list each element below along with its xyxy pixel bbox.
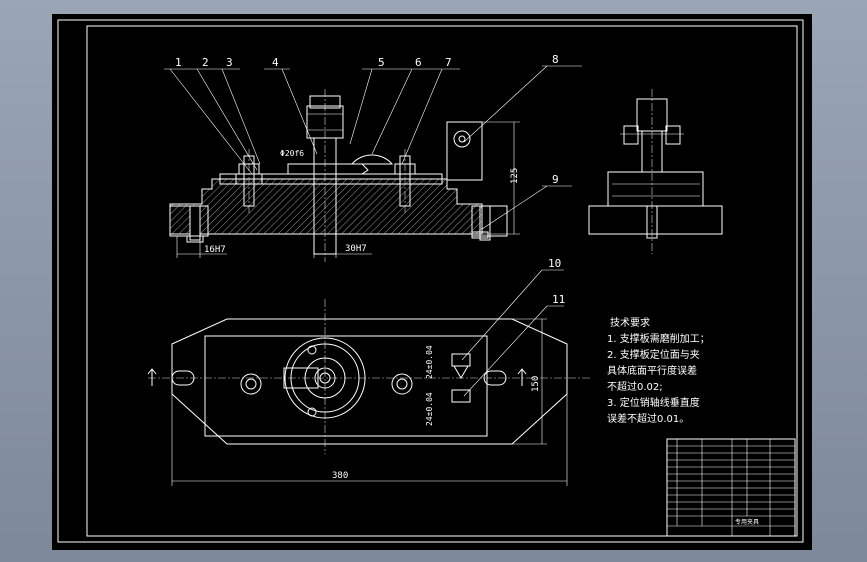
technical-notes: 技术要求 1. 支撑板需磨削加工； 2. 支撑板定位面与夹 具体底面平行度误差 … [607,316,710,425]
inner-frame [86,25,798,537]
side-base [588,205,723,235]
clamp-lever [350,154,394,165]
notes-line-5: 3. 定位销轴线垂直度 [607,396,700,409]
balloon-5: 5 [378,56,385,69]
base-section [169,178,483,235]
side-body [607,171,704,207]
center-flange [284,337,366,419]
balloon-2: 2 [202,56,209,69]
balloon-leaders [164,65,582,230]
dim-380: 380 [332,471,348,481]
outer-frame [57,19,804,543]
notes-line-3: 具体底面平行度误差 [607,364,697,377]
top-outline [171,318,568,445]
right-ear-bolt [479,205,491,241]
side-view [588,89,723,254]
dim-125: 125 [510,168,520,184]
top-body [204,335,488,437]
left-bolt-top [240,373,262,395]
clamp-washer [287,163,369,175]
pin-11 [451,389,471,403]
support-bracket [446,121,483,181]
dim-phi20: Φ20f6 [280,149,304,158]
dim-16h7: 16H7 [204,245,226,255]
balloon-8: 8 [552,53,559,66]
drawing-viewport: 125 16H7 30H7 Φ20f6 1 2 3 4 5 6 7 [52,14,812,550]
dim-150: 150 [531,376,541,392]
notes-title: 技术要求 [610,316,650,329]
balloon-6: 6 [415,56,422,69]
dim-30h7: 30H7 [345,244,367,254]
dim-24b: 24±0.04 [425,392,434,426]
notes-line-4: 不超过0.02; [607,380,663,393]
engineering-drawing: 125 16H7 30H7 Φ20f6 1 2 3 4 5 6 7 [57,19,804,543]
pin-10 [451,353,471,367]
balloon-7: 7 [445,56,452,69]
title-block-name: 专用夹具 [735,518,759,526]
left-ear-bolt [189,205,201,241]
balloon-4: 4 [272,56,279,69]
top-view: 24±0.04 24±0.04 380 150 10 11 [147,257,592,486]
balloon-9: 9 [552,173,559,186]
front-view: 125 16H7 30H7 Φ20f6 1 2 3 4 5 6 7 [164,53,582,262]
balloon-1: 1 [175,56,182,69]
right-slot [483,370,507,386]
notes-line-2: 2. 支撑板定位面与夹 [607,348,700,361]
balloon-3: 3 [226,56,233,69]
title-block: 专用夹具 [666,438,796,537]
dim-24a: 24±0.04 [425,345,434,379]
balloon-10: 10 [548,257,561,270]
left-slot [171,370,195,386]
notes-line-1: 1. 支撑板需磨削加工； [607,332,710,345]
right-bolt-top [391,373,413,395]
notes-line-6: 误差不超过0.01。 [607,412,689,425]
balloon-11: 11 [552,293,565,306]
